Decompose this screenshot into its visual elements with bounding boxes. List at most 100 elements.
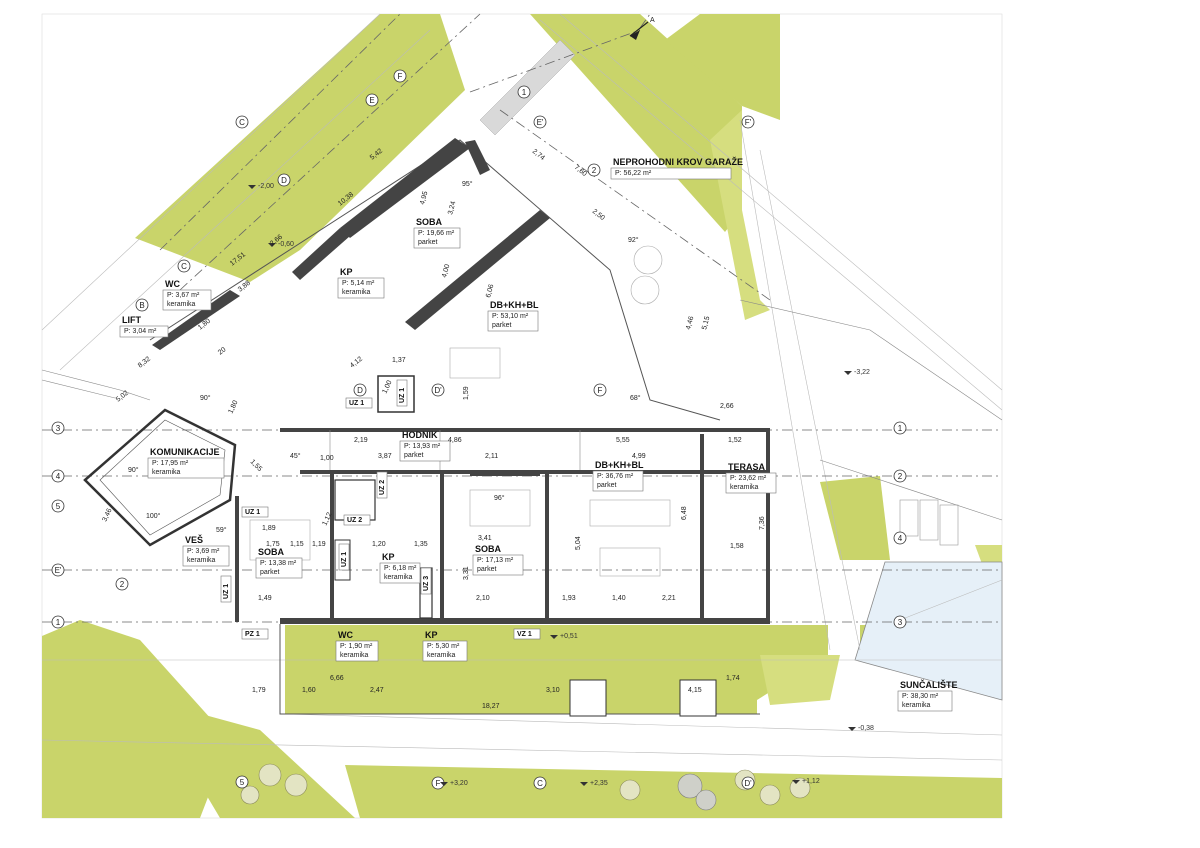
level-marker: +2,35 [580, 780, 608, 787]
dimension-label: 1,58 [730, 543, 744, 550]
dimension-label: 4,99 [632, 453, 646, 460]
grid-marker: D' [741, 776, 755, 790]
level-marker: +0,51 [550, 633, 578, 640]
room-material: keramika [427, 652, 456, 659]
dimension-label: 1,19 [312, 541, 326, 548]
dimension-label: 5,55 [616, 437, 630, 444]
dimension-label: 1,52 [728, 437, 742, 444]
dimension-label: 4,00 [441, 263, 451, 278]
element-tag-label: UZ 2 [347, 517, 362, 524]
grid-marker: 3 [51, 421, 65, 435]
grid-marker-label: C [181, 262, 187, 271]
room-name: DB+KH+BL [490, 300, 539, 310]
room-info-box [119, 325, 169, 338]
trees [240, 763, 811, 811]
grid-marker: 2 [587, 163, 601, 177]
angle-label: 59° [216, 526, 227, 534]
grid-marker: F [593, 383, 607, 397]
level-marker: -0,38 [848, 725, 874, 732]
room-material: parket [477, 566, 497, 573]
room-name: TERASA [728, 462, 766, 472]
grid-marker-label: 5 [240, 778, 245, 787]
dimension-label: 6,48 [681, 506, 688, 520]
dimension-label: 3,24 [447, 200, 457, 215]
angle-label: 68° [630, 394, 641, 402]
room-area: P: 3,67 m² [167, 292, 200, 299]
dimension-label: 1,00 [381, 379, 393, 394]
room-area: P: 3,04 m² [124, 328, 157, 335]
dimension-label: 2,74 [531, 148, 546, 162]
room-name: SUNČALIŠTE [900, 679, 958, 690]
dimension-label: 1,00 [320, 455, 334, 462]
room-area: P: 1,90 m² [340, 643, 373, 650]
room-area: P: 38,30 m² [902, 693, 939, 700]
grid-marker: 1 [51, 615, 65, 629]
dimension-label: 1,59 [463, 386, 470, 400]
room-area: P: 56,22 m² [615, 170, 652, 177]
level-marker: -0,60 [268, 241, 294, 248]
dimension-label: 1,15 [290, 541, 304, 548]
room-name: LIFT [122, 315, 141, 325]
room-info-box [182, 545, 230, 567]
room-area: P: 19,66 m² [418, 230, 455, 237]
level-value: -0,60 [278, 241, 294, 248]
pool [854, 561, 1003, 701]
level-value: -2,00 [258, 183, 274, 190]
dimension-label: 3,10 [546, 687, 560, 694]
dimension-label: 1,20 [372, 541, 386, 548]
grid-marker-label: 5 [56, 502, 61, 511]
element-tag-label: UZ 3 [423, 576, 430, 591]
room-info-box [472, 554, 524, 576]
grid-marker: C [235, 115, 249, 129]
angle-label: 45° [290, 452, 301, 460]
room-name: SOBA [416, 217, 443, 227]
grid-marker-label: F' [745, 118, 752, 127]
room-area: P: 17,13 m² [477, 557, 514, 564]
dimension-label: 3,46 [101, 507, 113, 522]
grid-marker: C [177, 259, 191, 273]
grid-marker: 4 [893, 531, 907, 545]
building-walls [83, 138, 770, 717]
level-value: -3,22 [854, 369, 870, 376]
dimension-label: 1,80 [227, 399, 239, 414]
dimension-label: 5,04 [575, 536, 582, 550]
element-tag-label: UZ 1 [349, 400, 364, 407]
room-name: SOBA [475, 544, 502, 554]
room-name: VEŠ [185, 534, 203, 545]
grid-marker: 2 [115, 577, 129, 591]
grid-marker: 1 [893, 421, 907, 435]
room-name: DB+KH+BL [595, 460, 644, 470]
room-info-box [399, 440, 451, 462]
room-info-box [725, 472, 777, 494]
grid-marker-label: D' [744, 779, 752, 788]
grid-marker-label: 1 [56, 618, 61, 627]
room-material: parket [492, 322, 512, 329]
angle-label: 90° [128, 466, 139, 474]
element-tag-label: VZ 1 [517, 631, 532, 638]
room-material: keramika [167, 301, 196, 308]
grid-marker: 5 [235, 775, 249, 789]
room-info-box [610, 167, 732, 180]
level-value: +1,12 [802, 778, 820, 785]
element-tag: UZ 1 [338, 543, 350, 571]
element-tag: VZ 1 [513, 628, 541, 640]
room-material: keramika [902, 702, 931, 709]
site-lines [41, 13, 1003, 761]
level-marker: -2,00 [248, 183, 274, 190]
section-label: A [650, 17, 655, 24]
green-area-southwest [42, 620, 230, 818]
room-area: P: 23,62 m² [730, 475, 767, 482]
dimension-label: 2,11 [485, 453, 498, 460]
dimension-label: 4,86 [448, 437, 462, 444]
dimension-label: 2,21 [662, 595, 676, 602]
dimension-label: 2,19 [354, 437, 368, 444]
dimension-label: 4,12 [349, 356, 364, 370]
room-material: keramika [340, 652, 369, 659]
